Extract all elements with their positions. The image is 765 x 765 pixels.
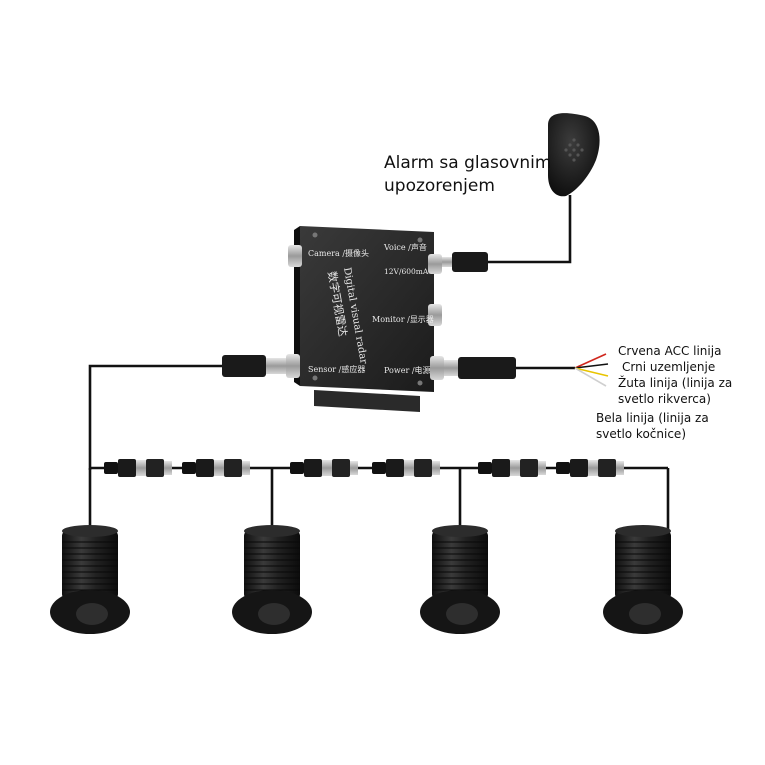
wire-label-red: Crvena ACC linija [618,344,722,358]
port-label-camera: Camera /摄像头 [308,248,369,258]
parking-sensor [603,525,683,634]
alarm-cable [488,195,572,264]
power-wire-fan [574,353,609,387]
control-box: Camera /摄像头 Voice /声音 12V/600mA Monitor … [286,226,444,412]
parking-sensor [50,525,130,634]
wire-label-black: Crni uzemljenje [622,360,716,374]
parking-sensor [420,525,500,634]
wire-label-white-line2: svetlo kočnice) [596,427,686,441]
parking-sensor [232,525,312,634]
wire-label-yellow: Žuta linija (linija za svetlo rikverca) [618,375,732,407]
sensor-box-connector [222,355,286,377]
sensor-trunk-cable [88,364,222,470]
port-label-power: Power /电源 [384,365,431,375]
sensor-face [446,603,478,625]
power-box-connector [444,357,516,379]
alarm-label: Alarm sa glasovnim upozorenjem [384,152,551,198]
sensor-face [258,603,290,625]
wire-label-white: Bela linija (linija za svetlo kočnice) [596,410,709,442]
rating-label: 12V/600mA [384,267,429,276]
wire-label-white-line1: Bela linija (linija za [596,411,709,425]
port-label-voice: Voice /声音 [383,242,427,252]
alarm-speaker [548,113,600,197]
sensor-face [76,603,108,625]
wire-label-yellow-line2: svetlo rikverca) [618,392,711,406]
port-label-monitor: Monitor /显示器 [372,315,434,324]
alarm-label-line1: Alarm sa glasovnim [384,153,552,173]
wire-label-yellow-line1: Žuta linija (linija za [618,376,733,390]
alarm-plug [440,252,488,272]
port-label-sensor: Sensor /感应器 [308,364,365,374]
alarm-label-line2: upozorenjem [384,176,495,196]
box-ports [286,245,444,380]
parking-sensors [50,525,683,634]
sensor-face [629,603,661,625]
